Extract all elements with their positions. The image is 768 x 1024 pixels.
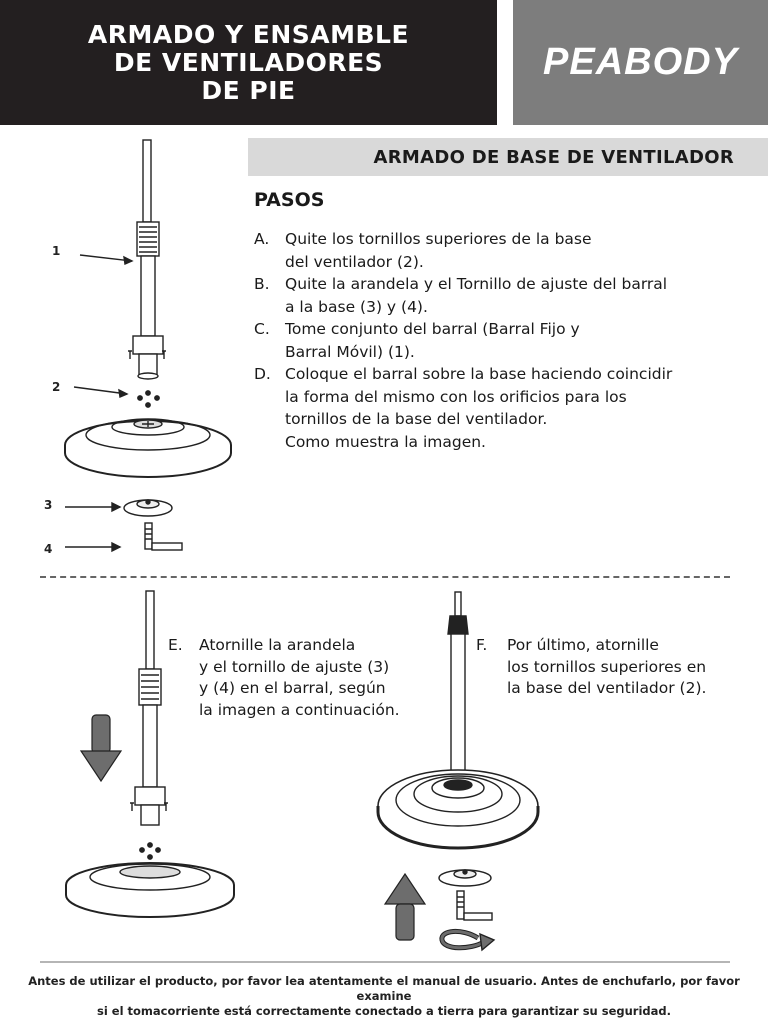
lower-pole-illustration	[141, 256, 155, 336]
step-line: a la base (3) y (4).	[285, 296, 724, 319]
document-title: ARMADO Y ENSAMBLE DE VENTILADORES DE PIE	[88, 21, 409, 105]
callout-label: 4	[44, 542, 52, 556]
step-letter: F.	[476, 635, 507, 700]
up-arrow-icon	[385, 874, 425, 940]
step-line: Barral Móvil) (1).	[285, 341, 724, 364]
section-title-bar: ARMADO DE BASE DE VENTILADOR	[248, 138, 768, 176]
step-text: Quite la arandela y el Tornillo de ajust…	[285, 273, 724, 318]
title-line: DE VENTILADORES	[88, 49, 409, 77]
adjustment-screw-illustration	[457, 891, 492, 920]
step-line: Como muestra la imagen.	[285, 431, 724, 454]
step-line: tornillos de la base del ventilador.	[285, 408, 724, 431]
pole-cap-illustration	[448, 616, 468, 634]
pole-fitting-illustration	[135, 787, 165, 805]
fan-base-illustration	[378, 770, 538, 848]
steps-list: A. Quite los tornillos superiores de la …	[254, 228, 724, 453]
brand-logo: PEABODY	[543, 41, 738, 84]
upper-pole-illustration	[455, 592, 461, 616]
footer-line: Antes de utilizar el producto, por favor…	[20, 974, 748, 1004]
down-arrow-icon	[81, 715, 121, 781]
lower-pole-illustration	[451, 634, 465, 784]
screw-icon	[156, 848, 160, 852]
step-line: Quite la arandela y el Tornillo de ajust…	[285, 273, 724, 296]
footer-divider	[40, 961, 730, 963]
brand-block: PEABODY	[513, 0, 768, 125]
header-title-block: ARMADO Y ENSAMBLE DE VENTILADORES DE PIE	[0, 0, 497, 125]
step-letter: D.	[254, 363, 285, 453]
step-line: Por último, atornille	[507, 635, 706, 657]
fan-base-illustration	[66, 863, 234, 917]
pasos-heading: PASOS	[254, 189, 324, 211]
title-line: ARMADO Y ENSAMBLE	[88, 21, 409, 49]
callout-label: 3	[44, 498, 52, 512]
step-line: Coloque el barral sobre la base haciendo…	[285, 363, 724, 386]
washer-illustration	[439, 870, 491, 886]
step-text: Coloque el barral sobre la base haciendo…	[285, 363, 724, 453]
step-text: Tome conjunto del barral (Barral Fijo y …	[285, 318, 724, 363]
step-text: Por último, atornille los tornillos supe…	[507, 635, 706, 700]
safety-footer: Antes de utilizar el producto, por favor…	[20, 974, 748, 1019]
screw-icon	[148, 843, 152, 847]
lower-pole-illustration	[143, 705, 157, 787]
step-letter: B.	[254, 273, 285, 318]
step-line: Tome conjunto del barral (Barral Fijo y	[285, 318, 724, 341]
screw-icon	[148, 855, 152, 859]
section-divider	[40, 576, 730, 578]
step-line: Quite los tornillos superiores de la bas…	[285, 228, 724, 251]
fan-base-illustration	[65, 419, 231, 477]
exploded-assembly-diagram: 1 2 3 4	[30, 135, 245, 565]
upper-pole-illustration	[146, 591, 154, 669]
callout-label: 2	[52, 380, 60, 394]
footer-line: si el tomacorriente está correctamente c…	[20, 1004, 748, 1019]
washer-illustration	[124, 500, 172, 516]
step-d: D. Coloque el barral sobre la base hacie…	[254, 363, 724, 453]
step-letter: E.	[168, 635, 199, 721]
screw-icon	[155, 396, 159, 400]
upper-pole-illustration	[143, 140, 151, 222]
screw-icon	[138, 396, 142, 400]
step-line: la base del ventilador (2).	[507, 678, 706, 700]
screw-icon	[146, 403, 150, 407]
step-a: A. Quite los tornillos superiores de la …	[254, 228, 724, 273]
step-f: F. Por último, atornille los tornillos s…	[476, 635, 756, 700]
title-line: DE PIE	[88, 77, 409, 105]
step-line: la forma del mismo con los orificios par…	[285, 386, 724, 409]
step-letter: C.	[254, 318, 285, 363]
step-line: del ventilador (2).	[285, 251, 724, 274]
step-text: Quite los tornillos superiores de la bas…	[285, 228, 724, 273]
screw-icon	[140, 848, 144, 852]
step-letter: A.	[254, 228, 285, 273]
step-c: C. Tome conjunto del barral (Barral Fijo…	[254, 318, 724, 363]
pole-fitting-illustration	[133, 336, 163, 354]
section-title: ARMADO DE BASE DE VENTILADOR	[374, 147, 735, 168]
rotate-arrow-icon	[442, 931, 494, 950]
step-line: los tornillos superiores en	[507, 657, 706, 679]
adjustment-screw-illustration	[145, 523, 182, 550]
callout-label: 1	[52, 244, 60, 258]
step-b: B. Quite la arandela y el Tornillo de aj…	[254, 273, 724, 318]
screw-icon	[146, 391, 150, 395]
